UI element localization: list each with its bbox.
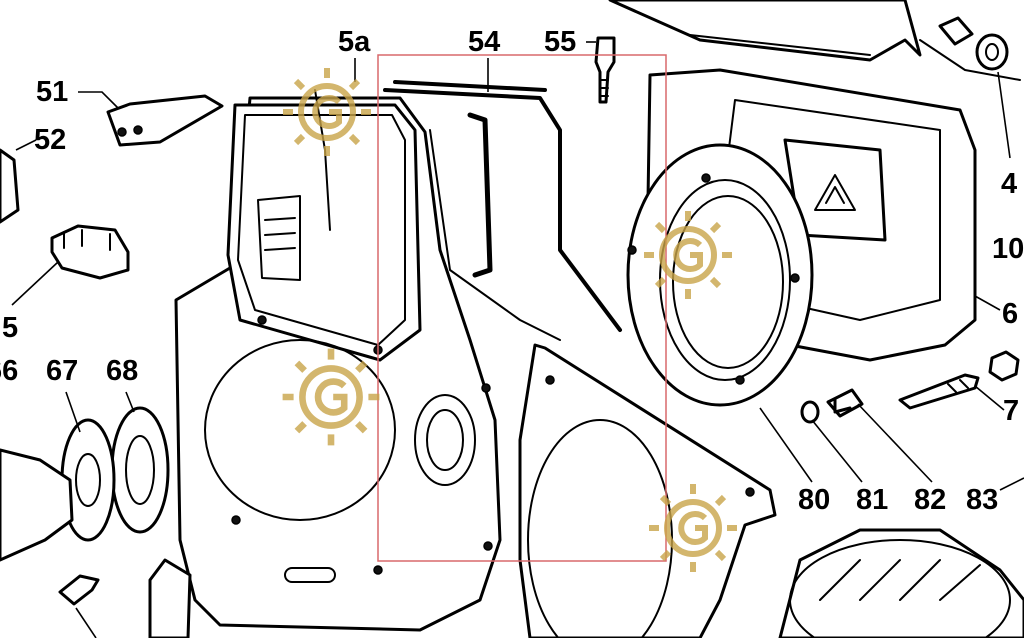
leader-lines <box>11 41 1024 638</box>
callout-68: 68 <box>106 355 139 387</box>
part-66-67-68-flanges <box>0 406 170 562</box>
part-top-right-screw <box>938 16 1009 71</box>
callout-4: 4 <box>1001 168 1018 200</box>
callout-51: 51 <box>36 76 69 108</box>
callout-81: 81 <box>856 484 889 516</box>
callout-5: 5 <box>2 312 19 344</box>
callout-55: 55 <box>544 26 577 58</box>
g-logo-icon <box>649 484 737 572</box>
front-plate-part <box>518 343 777 638</box>
part-82-screw <box>826 388 864 418</box>
callout-67: 67 <box>46 355 79 387</box>
highlight-box <box>377 54 667 562</box>
part-5-nut <box>50 224 130 280</box>
part-80-ring <box>626 143 814 407</box>
part-55-stud <box>594 36 616 104</box>
part-83-fan <box>778 528 1024 638</box>
callout-10: 10 <box>992 233 1024 265</box>
bottom-left-bolt <box>58 574 100 606</box>
g-logo-icon <box>644 211 732 299</box>
part-51-bracket <box>106 94 224 147</box>
callout-5a: 5a <box>338 26 371 58</box>
callout-66: 66 <box>0 355 19 387</box>
bottom-bracket-part <box>148 558 192 638</box>
part-nut-right <box>988 350 1020 382</box>
part-7-stud <box>898 373 980 410</box>
callout-7: 7 <box>1003 395 1020 427</box>
part-52 <box>0 148 20 224</box>
callout-52: 52 <box>34 124 67 156</box>
g-logo-icon <box>282 348 380 446</box>
callout-80: 80 <box>798 484 831 516</box>
callout-83: 83 <box>966 484 999 516</box>
callout-54: 54 <box>468 26 501 58</box>
part-5a-shroud <box>174 96 502 632</box>
callout-82: 82 <box>914 484 947 516</box>
g-logo-icon <box>283 68 371 156</box>
callout-6: 6 <box>1002 298 1019 330</box>
part-81-washer <box>800 400 820 424</box>
top-cover-part <box>608 0 922 62</box>
